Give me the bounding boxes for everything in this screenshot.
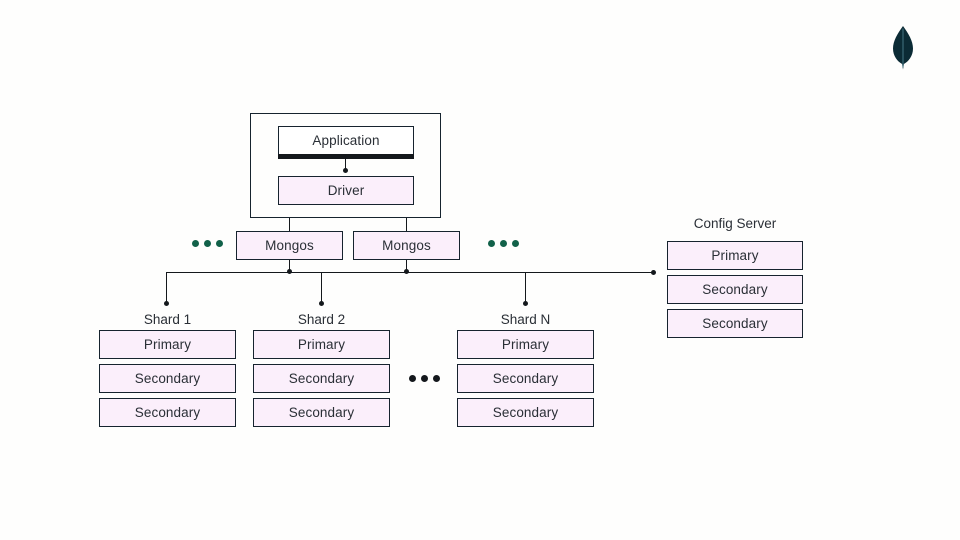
connector-container-mongos-1 [289,218,290,231]
connector-dot-shard-n [523,301,528,306]
connector-application-driver [345,158,346,171]
mongos-box-1[interactable]: Mongos [236,231,343,260]
config-server-member-secondary-2[interactable]: Secondary [667,309,803,338]
shard-1-member-label-0: Primary [143,336,192,352]
mongos-label-2: Mongos [382,237,431,253]
connector-dot-mongos-2 [404,269,409,274]
config-server-member-label-0: Primary [711,247,759,263]
application-box[interactable]: Application [278,126,414,155]
connector-bus-shard-1 [166,272,167,304]
shard-2-member-primary[interactable]: Primary [253,330,390,359]
client-container [250,113,441,218]
shard-2-member-label-1: Secondary [288,370,355,386]
connector-dot-mongos-1 [287,269,292,274]
mongos-ellipsis-left [192,240,223,247]
mongodb-leaf-icon [893,26,913,70]
cluster-bus-line [166,272,654,273]
shard-1-title: Shard 1 [143,312,192,327]
application-underline-bar [278,154,414,159]
shard-2-member-secondary-1[interactable]: Secondary [253,364,390,393]
shard-n-title: Shard N [500,312,551,327]
shard-1-member-label-2: Secondary [134,404,201,420]
shard-1-member-label-1: Secondary [134,370,201,386]
mongos-ellipsis-right [488,240,519,247]
connector-dot-driver [343,168,348,173]
mongos-label-1: Mongos [265,237,314,253]
shard-n-member-label-0: Primary [501,336,550,352]
mongos-box-2[interactable]: Mongos [353,231,460,260]
shard-n-member-label-1: Secondary [492,370,559,386]
config-server-member-secondary-1[interactable]: Secondary [667,275,803,304]
shard-1-member-secondary-2[interactable]: Secondary [99,398,236,427]
shard-2-title: Shard 2 [297,312,346,327]
application-label: Application [312,132,380,148]
shard-n-member-label-2: Secondary [492,404,559,420]
connector-mongos-2-bus [406,260,407,272]
config-server-member-label-1: Secondary [702,281,768,297]
shard-n-member-secondary-2[interactable]: Secondary [457,398,594,427]
config-server-title: Config Server [693,216,777,231]
connector-dot-shard-2 [319,301,324,306]
shard-1-member-primary[interactable]: Primary [99,330,236,359]
shard-n-member-secondary-1[interactable]: Secondary [457,364,594,393]
connector-bus-shard-n [525,272,526,304]
shard-2-member-secondary-2[interactable]: Secondary [253,398,390,427]
driver-box[interactable]: Driver [278,176,414,205]
shard-ellipsis [409,375,440,382]
shard-2-member-label-2: Secondary [288,404,355,420]
shard-1-member-secondary-1[interactable]: Secondary [99,364,236,393]
driver-label: Driver [327,182,365,198]
connector-dot-shard-1 [164,301,169,306]
connector-dot-config-server [651,270,656,275]
connector-container-mongos-2 [406,218,407,231]
shard-2-member-label-0: Primary [297,336,346,352]
config-server-member-label-2: Secondary [702,315,768,331]
connector-mongos-1-bus [289,260,290,272]
shard-n-member-primary[interactable]: Primary [457,330,594,359]
connector-bus-shard-2 [321,272,322,304]
config-server-member-primary[interactable]: Primary [667,241,803,270]
